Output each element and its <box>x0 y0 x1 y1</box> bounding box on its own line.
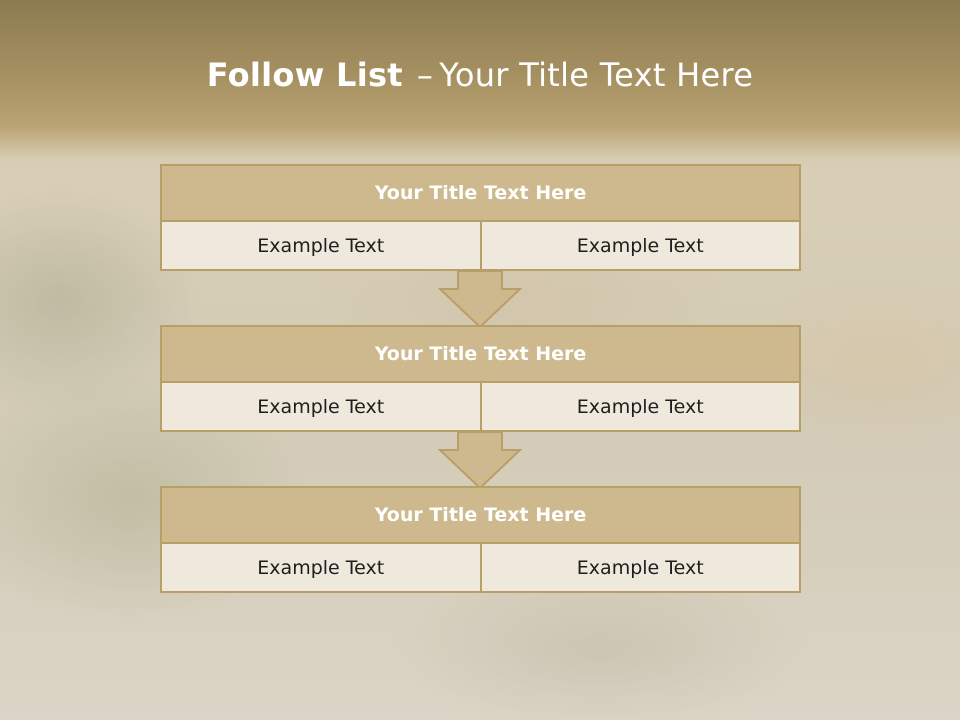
slide-title-bold: Follow List <box>206 56 403 94</box>
list-block-cell-right: Example Text <box>479 383 799 430</box>
down-arrow-icon <box>438 432 522 490</box>
list-block-row: Example Text Example Text <box>162 222 799 269</box>
list-block-1: Your Title Text Here Example Text Exampl… <box>160 164 801 271</box>
list-block-2: Your Title Text Here Example Text Exampl… <box>160 325 801 432</box>
down-arrow-icon <box>438 271 522 329</box>
list-block-cell-left: Example Text <box>162 544 480 591</box>
list-block-row: Example Text Example Text <box>162 544 799 591</box>
slide-title-separator: – <box>416 56 434 94</box>
list-block-cell-left: Example Text <box>162 222 480 269</box>
list-block-cell-right: Example Text <box>479 222 799 269</box>
list-block-cell-left: Example Text <box>162 383 480 430</box>
list-block-cell-right: Example Text <box>479 544 799 591</box>
slide-title-rest: Your Title Text Here <box>439 56 754 94</box>
list-block-heading: Your Title Text Here <box>162 166 799 222</box>
list-block-heading: Your Title Text Here <box>162 488 799 544</box>
list-block-3: Your Title Text Here Example Text Exampl… <box>160 486 801 593</box>
slide-title: Follow List–Your Title Text Here <box>0 56 960 94</box>
list-block-row: Example Text Example Text <box>162 383 799 430</box>
title-band <box>0 0 960 160</box>
list-block-heading: Your Title Text Here <box>162 327 799 383</box>
